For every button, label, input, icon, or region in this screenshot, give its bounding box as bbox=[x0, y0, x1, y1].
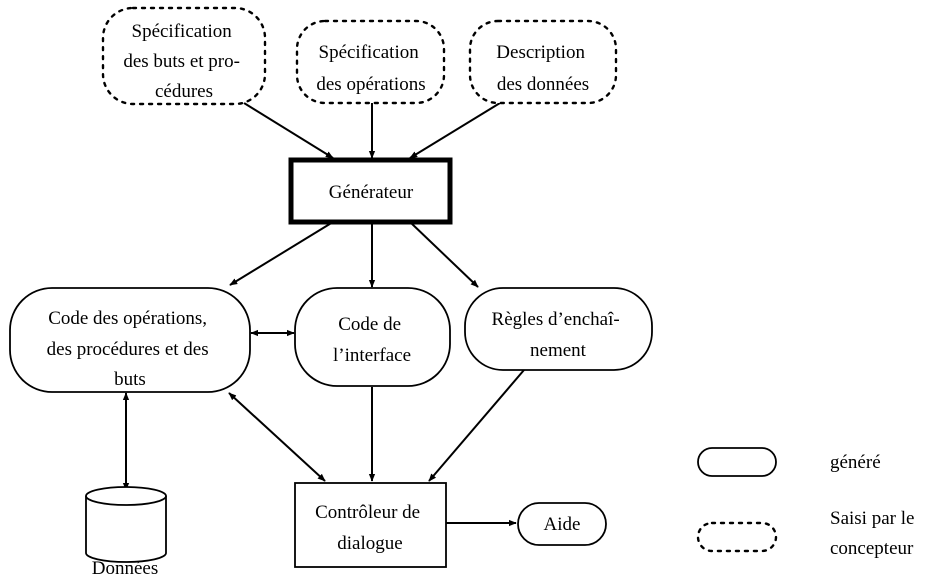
node-controleur-shape bbox=[294, 482, 447, 568]
node-spec-buts-shape bbox=[101, 6, 267, 106]
node-desc-donnees-label: Description des données bbox=[496, 42, 589, 95]
node-spec-buts-label: Spécification des buts et pro- cédures bbox=[123, 21, 244, 102]
edge-generateur-to-regles bbox=[409, 221, 479, 288]
node-code-interface-shape bbox=[294, 287, 451, 387]
node-generateur-label: Générateur bbox=[329, 182, 414, 203]
node-spec-ops-shape bbox=[295, 19, 446, 105]
node-spec-ops: Spécification des opérations bbox=[295, 19, 446, 105]
node-controleur-label: Contrôleur de dialogue bbox=[315, 502, 425, 554]
legend-solid-swatch bbox=[697, 447, 777, 477]
node-generateur: Générateur bbox=[288, 157, 453, 225]
node-regles-label: Règles d’enchaî- nement bbox=[492, 309, 625, 361]
node-donnees-label: Données bbox=[92, 558, 158, 577]
node-desc-donnees: Description des données bbox=[468, 19, 618, 105]
legend: généré Saisi par le concepteur bbox=[696, 447, 919, 559]
node-regles-shape bbox=[464, 287, 653, 371]
database-icon bbox=[85, 486, 167, 563]
node-controleur: Contrôleur de dialogue bbox=[294, 482, 447, 568]
edge-desc-donnees-to-generateur bbox=[409, 102, 501, 159]
legend-item-genere: généré bbox=[697, 447, 881, 477]
node-aide-label: Aide bbox=[544, 514, 581, 535]
node-code-ops-label: Code des opérations, des procédures et d… bbox=[47, 308, 214, 390]
node-code-ops-shape bbox=[9, 287, 251, 393]
edge-spec-buts-to-generateur bbox=[243, 102, 334, 159]
node-donnees: Données bbox=[85, 486, 167, 577]
node-aide: Aide bbox=[517, 502, 607, 546]
legend-saisi-label: Saisi par le concepteur bbox=[830, 508, 919, 559]
node-generateur-shape bbox=[288, 157, 453, 225]
node-desc-donnees-shape bbox=[468, 19, 618, 105]
edge-generateur-to-code-ops bbox=[229, 221, 334, 286]
legend-dashed-swatch bbox=[696, 521, 778, 553]
legend-genere-label: généré bbox=[830, 452, 881, 473]
legend-item-saisi: Saisi par le concepteur bbox=[696, 508, 919, 559]
node-regles: Règles d’enchaî- nement bbox=[464, 287, 653, 371]
edge-regles-to-controleur bbox=[428, 369, 525, 482]
node-aide-shape bbox=[517, 502, 607, 546]
edge-code-ops-controleur bbox=[228, 392, 326, 482]
node-code-ops: Code des opérations, des procédures et d… bbox=[9, 287, 251, 393]
node-code-interface: Code de l’interface bbox=[294, 287, 451, 387]
node-code-interface-label: Code de l’interface bbox=[333, 314, 411, 366]
node-spec-ops-label: Spécification des opérations bbox=[316, 42, 425, 95]
edges bbox=[122, 102, 525, 527]
database-icon-top bbox=[85, 486, 167, 506]
node-spec-buts: Spécification des buts et pro- cédures bbox=[101, 6, 267, 106]
database-icon-body bbox=[85, 496, 167, 563]
